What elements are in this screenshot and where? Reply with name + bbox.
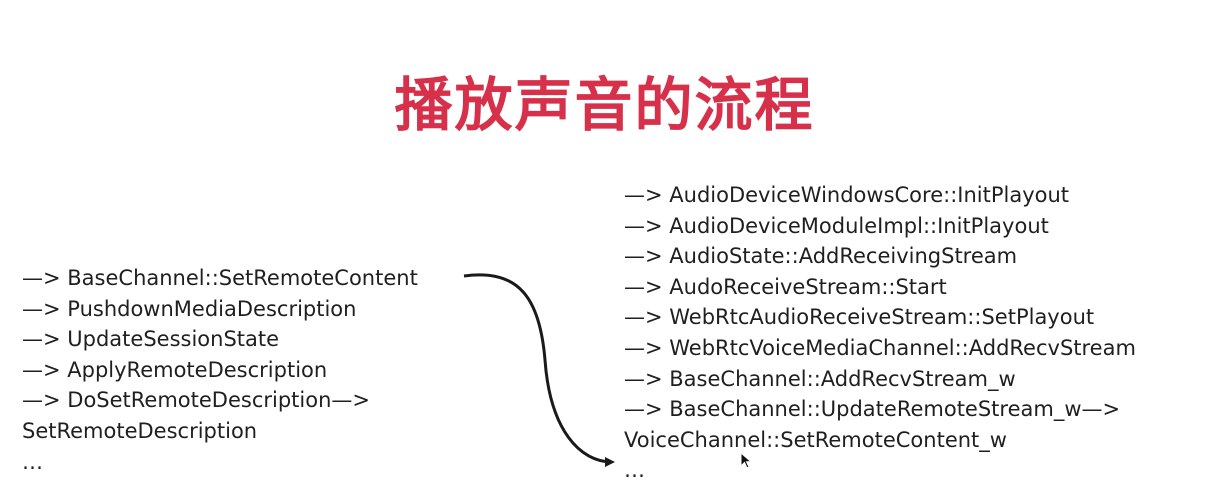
connector-curve — [463, 273, 615, 467]
right-call-flow: —> AudioDeviceWindowsCore::InitPlayout —… — [624, 180, 1136, 486]
flow-step: —> WebRtcAudioReceiveStream::SetPlayout — [624, 305, 1095, 330]
mouse-cursor-icon — [740, 452, 753, 469]
flow-step: —> AudioDeviceWindowsCore::InitPlayout — [624, 183, 1070, 207]
flow-step: —> BaseChannel::SetRemoteContent — [22, 266, 418, 290]
left-call-flow: —> BaseChannel::SetRemoteContent —> Push… — [22, 263, 418, 477]
flow-step: —> DoSetRemoteDescription—> — [22, 388, 370, 413]
flow-step: —> AudioDeviceModuleImpl::InitPlayout — [624, 213, 1049, 238]
page-title: 播放声音的流程 — [394, 70, 815, 139]
flow-step: —> BaseChannel::UpdateRemoteStream_w—> — [624, 397, 1121, 422]
flow-step: —> PushdownMediaDescription — [22, 296, 357, 321]
flow-step: —> WebRtcVoiceMediaChannel::AddRecvStrea… — [624, 335, 1136, 360]
flow-step: SetRemoteDescription — [22, 418, 258, 443]
flow-step: —> BaseChannel::AddRecvStream_w — [624, 366, 1016, 391]
flow-step: —> AudioState::AddReceivingStream — [624, 244, 1018, 269]
flow-step: VoiceChannel::SetRemoteContent_w — [624, 427, 1007, 452]
flow-ellipsis: … — [624, 458, 645, 483]
flow-step: —> ApplyRemoteDescription — [22, 357, 328, 382]
flow-step: —> UpdateSessionState — [22, 327, 280, 352]
flow-ellipsis: … — [22, 449, 43, 474]
flow-step: —> AudoReceiveStream::Start — [624, 274, 947, 299]
